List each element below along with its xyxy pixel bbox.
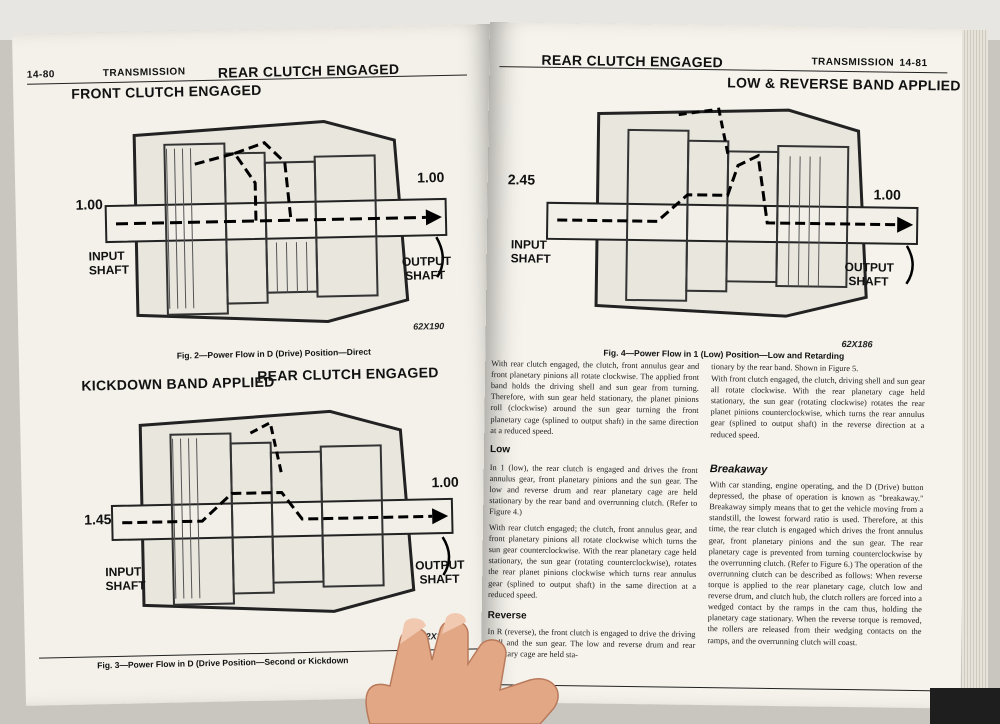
book-cover-corner bbox=[930, 688, 1000, 724]
left-running-head: TRANSMISSION bbox=[102, 66, 186, 80]
fig4-output-shaft-line1: OUTPUT bbox=[844, 259, 895, 275]
fig3-caption: Fig. 3—Power Flow in D (Drive Position—S… bbox=[97, 655, 349, 671]
low-reverse-band-label: LOW & REVERSE BAND APPLIED bbox=[727, 74, 961, 94]
fig2-transmission-diagram bbox=[104, 119, 448, 323]
heading-low: Low bbox=[489, 444, 511, 456]
fig4-input-ratio: 2.45 bbox=[507, 171, 536, 188]
fig3-output-ratio: 1.00 bbox=[431, 473, 459, 491]
right-page: TRANSMISSION 14-81 REAR CLUTCH ENGAGED L… bbox=[480, 22, 970, 709]
col1-paragraph-3: With rear clutch engaged; the clutch, fr… bbox=[487, 523, 697, 600]
fig3-output-shaft-line2: SHAFT bbox=[419, 571, 460, 587]
fig2-output-shaft-line1: OUTPUT bbox=[401, 253, 452, 269]
fig3-transmission-diagram bbox=[110, 409, 454, 613]
rear-clutch-label-fig4: REAR CLUTCH ENGAGED bbox=[541, 51, 724, 71]
fig2-caption: Fig. 2—Power Flow in D (Drive) Position—… bbox=[176, 346, 371, 361]
kickdown-band-label: KICKDOWN BAND APPLIED bbox=[81, 373, 275, 394]
col1-paragraph-1: With rear clutch engaged, the clutch, fr… bbox=[490, 359, 700, 436]
fig3-output-shaft-line1: OUTPUT bbox=[415, 557, 465, 573]
fig2-code: 62X190 bbox=[413, 321, 445, 332]
right-page-number: 14-81 bbox=[899, 57, 928, 70]
fig4-code: 62X186 bbox=[841, 338, 873, 350]
fig2-input-shaft-line2: SHAFT bbox=[88, 262, 130, 278]
fig2-output-shaft-line2: SHAFT bbox=[405, 267, 446, 283]
left-page-number: 14-80 bbox=[26, 69, 56, 81]
heading-breakaway: Breakaway bbox=[709, 463, 768, 476]
right-running-head: TRANSMISSION bbox=[811, 56, 895, 69]
front-clutch-label: FRONT CLUTCH ENGAGED bbox=[71, 81, 262, 102]
col2-paragraph-3: With car standing, engine operating, and… bbox=[707, 480, 924, 647]
page-stack-edge bbox=[962, 30, 988, 700]
fig4-output-shaft-line2: SHAFT bbox=[848, 274, 889, 289]
fig3-input-shaft-line1: INPUT bbox=[105, 564, 142, 580]
col2-paragraph-2: With front clutch engaged, the clutch, d… bbox=[710, 374, 926, 440]
fig2-output-ratio: 1.00 bbox=[416, 168, 445, 186]
fig3-input-ratio: 1.45 bbox=[84, 511, 112, 528]
fig4-input-shaft-line2: SHAFT bbox=[510, 251, 551, 266]
fig4-caption: Fig. 4—Power Flow in 1 (Low) Position—Lo… bbox=[603, 347, 845, 361]
fig4-transmission-diagram bbox=[545, 107, 919, 318]
fig2-input-ratio: 1.00 bbox=[75, 196, 104, 213]
hand-holding-book bbox=[365, 613, 559, 724]
fig4-input-shaft-line1: INPUT bbox=[510, 237, 547, 252]
rear-clutch-label-fig3: REAR CLUTCH ENGAGED bbox=[257, 364, 439, 384]
col1-paragraph-2: In 1 (low), the rear clutch is engaged a… bbox=[489, 463, 698, 517]
fig4-output-ratio: 1.00 bbox=[873, 186, 901, 203]
fig2-input-shaft-line1: INPUT bbox=[88, 248, 125, 264]
rear-clutch-label-fig2: REAR CLUTCH ENGAGED bbox=[217, 60, 400, 81]
left-page: 14-80 TRANSMISSION FRONT CLUTCH ENGAGED … bbox=[12, 23, 504, 706]
fig3-input-shaft-line2: SHAFT bbox=[105, 578, 146, 594]
